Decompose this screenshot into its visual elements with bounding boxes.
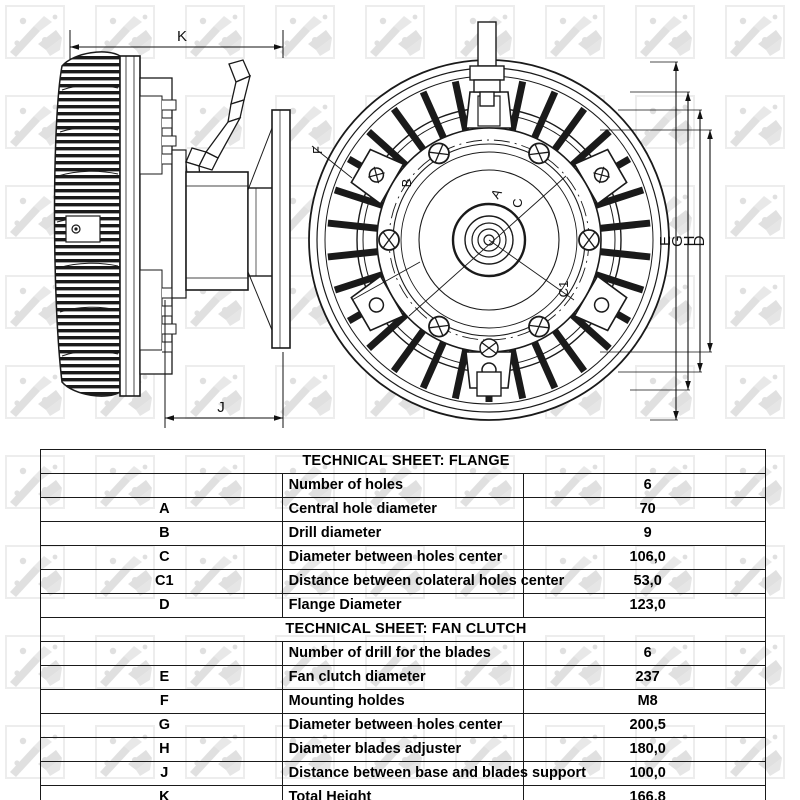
- table-row: G Diameter between holes center 200,5: [40, 713, 766, 738]
- row-desc: Number of holes: [281, 473, 525, 498]
- table-row: F Mounting holdes M8: [40, 689, 766, 714]
- row-desc: Diameter blades adjuster: [281, 737, 525, 762]
- row-code: J: [40, 761, 283, 786]
- technical-specification-tables: TECHNICAL SHEET: FLANGE Number of holes …: [40, 449, 766, 800]
- row-desc: Central hole diameter: [281, 497, 525, 522]
- row-desc: Flange Diameter: [281, 593, 525, 618]
- callout-label-F: F: [310, 146, 325, 154]
- row-value: 200,5: [523, 713, 766, 738]
- row-code: K: [40, 785, 283, 800]
- row-code: D: [40, 593, 283, 618]
- drawing-layer: K: [53, 21, 713, 428]
- flange-spec-table: TECHNICAL SHEET: FLANGE Number of holes …: [40, 449, 766, 800]
- table-row: C Diameter between holes center 106,0: [40, 545, 766, 570]
- row-desc: Drill diameter: [281, 521, 525, 546]
- row-desc: Distance between colateral holes center: [281, 569, 564, 594]
- side-view-housing: [139, 77, 187, 375]
- fan-clutch-side-view: K: [53, 28, 291, 428]
- row-code: [40, 641, 283, 666]
- side-view-mounting-plate: [119, 55, 141, 397]
- side-view-sensor-arm: [185, 59, 251, 179]
- row-code: H: [40, 737, 283, 762]
- row-value: 123,0: [523, 593, 766, 618]
- row-desc: Fan clutch diameter: [281, 665, 525, 690]
- callout-label-C1: C1: [556, 281, 571, 298]
- row-code: B: [40, 521, 283, 546]
- row-desc: Total Height: [281, 785, 525, 800]
- row-value: 9: [523, 521, 766, 546]
- row-desc: Diameter between holes center: [281, 713, 525, 738]
- row-value: M8: [523, 689, 766, 714]
- table-section-header: TECHNICAL SHEET: FLANGE: [40, 449, 766, 474]
- row-code: A: [40, 497, 283, 522]
- row-value: 6: [523, 641, 766, 666]
- row-value: 166,8: [523, 785, 766, 800]
- table-section-header: TECHNICAL SHEET: FAN CLUTCH: [40, 617, 766, 642]
- table-row: D Flange Diameter 123,0: [40, 593, 766, 618]
- table-row: K Total Height 166,8: [40, 785, 766, 800]
- row-desc: Number of drill for the blades: [281, 641, 525, 666]
- table-row: E Fan clutch diameter 237: [40, 665, 766, 690]
- table-row: H Diameter blades adjuster 180,0: [40, 737, 766, 762]
- table-row: A Central hole diameter 70: [40, 497, 766, 522]
- fan-clutch-front-view: F B A C C1: [308, 21, 713, 421]
- table-row: Number of drill for the blades 6: [40, 641, 766, 666]
- callout-label-B: B: [399, 179, 414, 188]
- fan-clutch-table-title: TECHNICAL SHEET: FAN CLUTCH: [40, 617, 766, 642]
- row-desc: Mounting holdes: [281, 689, 525, 714]
- row-code: [40, 473, 283, 498]
- callout-label-C: C: [510, 198, 525, 207]
- row-code: F: [40, 689, 283, 714]
- side-view-fin-stack: [53, 51, 121, 397]
- flange-table-title: TECHNICAL SHEET: FLANGE: [40, 449, 766, 474]
- dimension-label-J: J: [217, 399, 225, 416]
- row-value: 70: [523, 497, 766, 522]
- table-row: J Distance between base and blades suppo…: [40, 761, 766, 786]
- table-row: Number of holes 6: [40, 473, 766, 498]
- row-value: 6: [523, 473, 766, 498]
- dimension-label-K: K: [177, 28, 187, 45]
- row-value: 237: [523, 665, 766, 690]
- row-code: G: [40, 713, 283, 738]
- row-desc: Distance between base and blades support: [281, 761, 586, 786]
- row-code: E: [40, 665, 283, 690]
- table-row: B Drill diameter 9: [40, 521, 766, 546]
- dimension-J: J: [164, 300, 284, 428]
- row-code: C1: [40, 569, 283, 594]
- row-value: 180,0: [523, 737, 766, 762]
- dimension-label-E: E: [657, 236, 674, 246]
- side-view-clutch-drum: [185, 171, 275, 291]
- row-code: C: [40, 545, 283, 570]
- table-row: C1 Distance between colateral holes cent…: [40, 569, 766, 594]
- row-value: 106,0: [523, 545, 766, 570]
- row-desc: Diameter between holes center: [281, 545, 525, 570]
